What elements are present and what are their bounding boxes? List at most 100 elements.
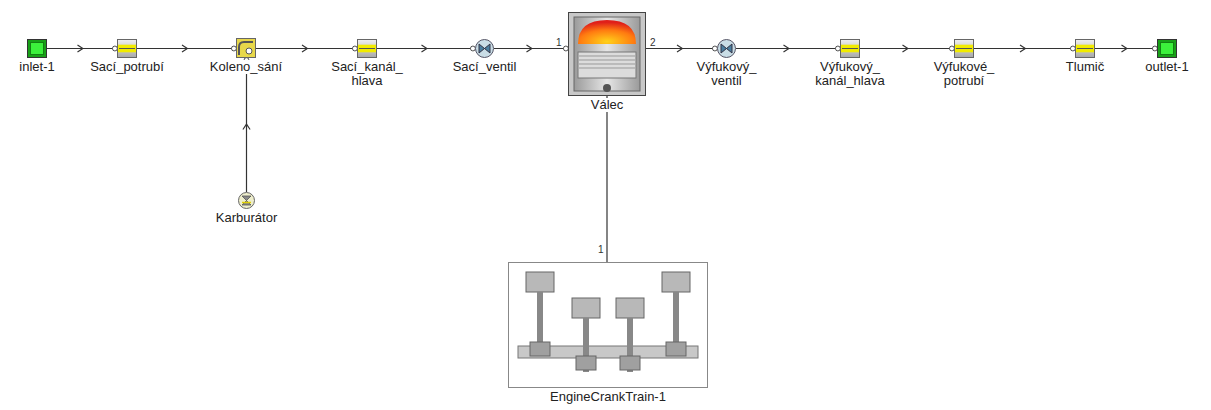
component-name: Válec: [590, 98, 625, 112]
inj-part: [242, 202, 251, 204]
cyl-part: [574, 17, 640, 91]
cyl-part: [569, 13, 646, 96]
crank-part: [673, 292, 679, 350]
pipe-icon: [954, 39, 974, 58]
crank-part: [576, 356, 596, 370]
pipe-icon: [840, 39, 860, 58]
cyl-part: [603, 84, 611, 92]
pipe-icon: [1075, 39, 1095, 58]
port-number: 1: [598, 244, 604, 255]
component-name: Sací_kanál_ hlava: [326, 60, 408, 88]
crank-part: [666, 342, 686, 356]
valve-icon: [717, 39, 736, 58]
pipe-part: [955, 45, 973, 53]
crank-part: [662, 272, 690, 292]
pipe-part: [358, 40, 377, 58]
valve-icon: [475, 39, 494, 58]
cyl-part: [579, 56, 635, 57]
cyl-part: [579, 68, 635, 69]
pipe-component: Výfukový_ kanál_hlava: [840, 39, 860, 58]
flow-connector: [606, 96, 607, 262]
component-name: Karburátor: [215, 211, 278, 225]
valve-component: Sací_ventil: [475, 39, 494, 58]
flow-connector: [494, 48, 568, 49]
crank-part: [526, 272, 554, 292]
pipe-part: [1076, 45, 1094, 53]
pipe-part: [118, 40, 137, 58]
pipe-part: [841, 45, 859, 53]
flow-connector: [47, 48, 117, 49]
pipe-part: [119, 48, 135, 49]
flow-connector: [646, 48, 717, 49]
cyl-part: [579, 60, 635, 61]
component-name: inlet-1: [18, 60, 55, 74]
valve-part: [721, 44, 732, 53]
inj-icon: [238, 192, 255, 209]
component-name: Výfukový_ ventil: [689, 60, 765, 88]
crank-part: [530, 342, 550, 356]
bound-part: [1158, 40, 1177, 58]
flow-connector: [137, 48, 236, 49]
crank-part: [620, 356, 640, 370]
component-name: Koleno_sání: [209, 60, 283, 74]
port-number: 1: [556, 37, 562, 48]
bound-part: [31, 43, 44, 55]
valve-component: Výfukový_ ventil: [717, 39, 736, 58]
bend-part: [239, 42, 253, 55]
cyl-part: [578, 20, 636, 44]
component-name: Sací_ventil: [452, 60, 518, 74]
pipe-part: [956, 48, 972, 49]
flow-connector: [974, 48, 1075, 49]
pipe-component: Sací_potrubí: [117, 39, 137, 58]
pipe-component: Sací_kanál_ hlava: [357, 39, 377, 58]
crank-component: EngineCrankTrain-1: [508, 262, 708, 388]
crank-part: [616, 298, 644, 318]
crank-icon: [508, 262, 708, 388]
valve-part: [718, 40, 736, 58]
component-name: Sací_potrubí: [89, 60, 165, 74]
cyl-part: [579, 64, 635, 65]
pipe-component: Výfukové_ potrubí: [954, 39, 974, 58]
inj-component: Karburátor: [238, 192, 255, 209]
component-name: Tlumič: [1065, 60, 1105, 74]
bound-icon: [1157, 39, 1177, 58]
bound-part: [28, 40, 47, 58]
pipe-icon: [357, 39, 377, 58]
bend-icon: [236, 38, 256, 58]
pipe-part: [1077, 48, 1093, 49]
component-name: EngineCrankTrain-1: [549, 390, 667, 404]
cyl-part: [578, 52, 636, 78]
bound-component: outlet-1: [1157, 39, 1177, 58]
pipe-part: [1076, 40, 1095, 58]
pipe-component: Tlumič: [1075, 39, 1095, 58]
component-name: Výfukové_ potrubí: [927, 60, 1001, 88]
port-number: 2: [650, 37, 656, 48]
pipe-icon: [117, 39, 137, 58]
bound-icon: [27, 39, 47, 58]
pipe-part: [358, 45, 376, 53]
cyl-icon: [568, 12, 646, 96]
bend-part: [246, 48, 252, 54]
flow-connector: [246, 58, 247, 192]
valve-part: [479, 44, 490, 53]
valve-part: [476, 40, 494, 58]
pipe-part: [955, 40, 974, 58]
cyl-component: Válec: [568, 12, 646, 96]
pipe-part: [842, 48, 858, 49]
inj-part: [239, 193, 255, 209]
flow-connector: [860, 48, 954, 49]
flow-connector: [256, 48, 357, 49]
bend-part: [237, 39, 256, 58]
pipe-part: [359, 48, 375, 49]
inj-part: [242, 196, 251, 205]
crank-part: [572, 298, 600, 318]
crank-part: [537, 292, 543, 350]
flow-connector: [736, 48, 840, 49]
flow-connector: [377, 48, 475, 49]
component-name: Výfukový_ kanál_hlava: [807, 60, 893, 88]
bound-component: inlet-1: [27, 39, 47, 58]
pipe-part: [118, 45, 136, 53]
flow-connector: [1095, 48, 1157, 49]
bound-part: [1161, 43, 1174, 55]
